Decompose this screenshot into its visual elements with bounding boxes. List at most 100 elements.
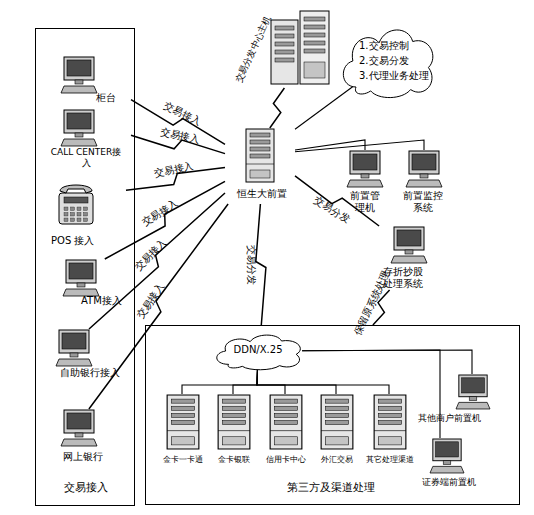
drive-bay [379, 413, 402, 417]
node-label: 网上银行 [63, 451, 123, 463]
panel-line [246, 164, 274, 165]
node-label: 1.交易控制 [359, 40, 437, 52]
phone-key [77, 207, 81, 211]
drive-bay [275, 420, 298, 424]
drive-bay [275, 406, 298, 410]
drive-bay [379, 406, 402, 410]
drive-bay [275, 26, 294, 30]
phone-body [59, 193, 93, 224]
node-label: ATM接入 [81, 295, 131, 307]
network-cloud: DDN/X.25 [209, 331, 307, 371]
phone-key [64, 213, 68, 217]
keyboard [61, 86, 97, 93]
drive-bay [275, 413, 298, 417]
monitor-screen [397, 230, 421, 246]
monitor-screen [67, 113, 91, 129]
drive-bay [304, 49, 325, 53]
pc-icon [391, 226, 427, 264]
base-vent [326, 437, 349, 445]
server-node: 恒生大前置 [225, 128, 295, 204]
drive-bay [172, 399, 195, 403]
connector [257, 369, 285, 394]
group-panel: 交易接入柜台CALL CENTER接入POS 接入ATM接入自助银行接入网上银行 [35, 28, 135, 506]
server-case [321, 395, 353, 449]
drive-bay [275, 58, 294, 62]
phone-key [84, 207, 88, 211]
monitor-case [394, 227, 424, 250]
connector [131, 100, 225, 145]
node-label: 金卡一卡通 [157, 455, 209, 465]
keyboard [430, 466, 464, 473]
drive-bay [223, 399, 246, 403]
monitor-stand [77, 283, 85, 287]
monitor-case [459, 375, 487, 397]
connector-label: 交易分发 [245, 245, 257, 285]
keyboard [391, 256, 427, 263]
monitor-screen [67, 60, 91, 76]
monitor-screen [67, 413, 91, 429]
server-node: 金卡银联 [208, 394, 260, 474]
connector [257, 369, 336, 394]
monitor-case [433, 439, 461, 461]
pc-icon [430, 438, 464, 474]
drive-bay [223, 413, 246, 417]
phone-handset [60, 185, 92, 193]
pc-icon [406, 150, 442, 188]
connector [256, 204, 266, 325]
drive-bay [275, 42, 294, 46]
drive-bay [250, 154, 270, 158]
keyboard [406, 180, 442, 187]
pc-icon [61, 56, 97, 94]
connector [270, 88, 285, 128]
node-label: 交易接入 [36, 481, 136, 494]
phone-key [84, 213, 88, 217]
drive-bay [250, 133, 270, 137]
server-node: 金卡一卡通 [157, 394, 209, 474]
host-node: 交易分发中心主机 [236, 8, 332, 88]
drive-bay [304, 25, 325, 29]
terminal-node: CALL CENTER接入 [41, 109, 131, 173]
connector-label: 保留原系统处理 [352, 269, 393, 337]
pc-icon [347, 150, 383, 188]
server-node: 外汇交易 [311, 394, 363, 474]
server-case [218, 395, 250, 449]
drive-bay [250, 140, 270, 144]
drive-bay [326, 413, 349, 417]
monitor-stand [361, 174, 369, 178]
node-label: 3.代理业务处理 [359, 70, 437, 82]
drive-bay [379, 420, 402, 424]
drive-bay [223, 406, 246, 410]
monitor-case [64, 410, 94, 433]
connector [302, 350, 472, 374]
monitor-screen [436, 442, 459, 457]
drive-bay [326, 399, 349, 403]
connector [233, 369, 258, 394]
monitor-stand [75, 133, 83, 137]
terminal-node: 证券端前置机 [406, 438, 491, 490]
connector [182, 369, 258, 394]
base-vent [223, 437, 246, 445]
pc-icon [456, 374, 490, 410]
terminal-node: ATM接入 [51, 259, 131, 311]
phone-icon [56, 181, 96, 226]
monitor-screen [69, 263, 93, 279]
node-label: 其他商户前置机 [399, 413, 499, 424]
monitor-case [409, 151, 439, 174]
terminal-node: 柜台 [56, 56, 131, 108]
phone-key [64, 218, 68, 222]
node-label: 柜台 [96, 92, 131, 104]
phone-key [64, 207, 68, 211]
server-icon [166, 394, 200, 450]
server-icon [217, 394, 251, 450]
pc-icon [61, 409, 97, 447]
panel-line [270, 430, 302, 431]
server-case [300, 11, 329, 84]
drive-bay [304, 33, 325, 37]
monitor-case [64, 110, 94, 133]
terminal-node: POS 接入 [46, 181, 126, 253]
node-label: 信用卡中心 [260, 455, 312, 465]
server-node: 其它处理渠道 [364, 394, 416, 474]
monitor-stand [75, 433, 83, 437]
keyboard [56, 359, 92, 366]
monitor-case [64, 57, 94, 80]
